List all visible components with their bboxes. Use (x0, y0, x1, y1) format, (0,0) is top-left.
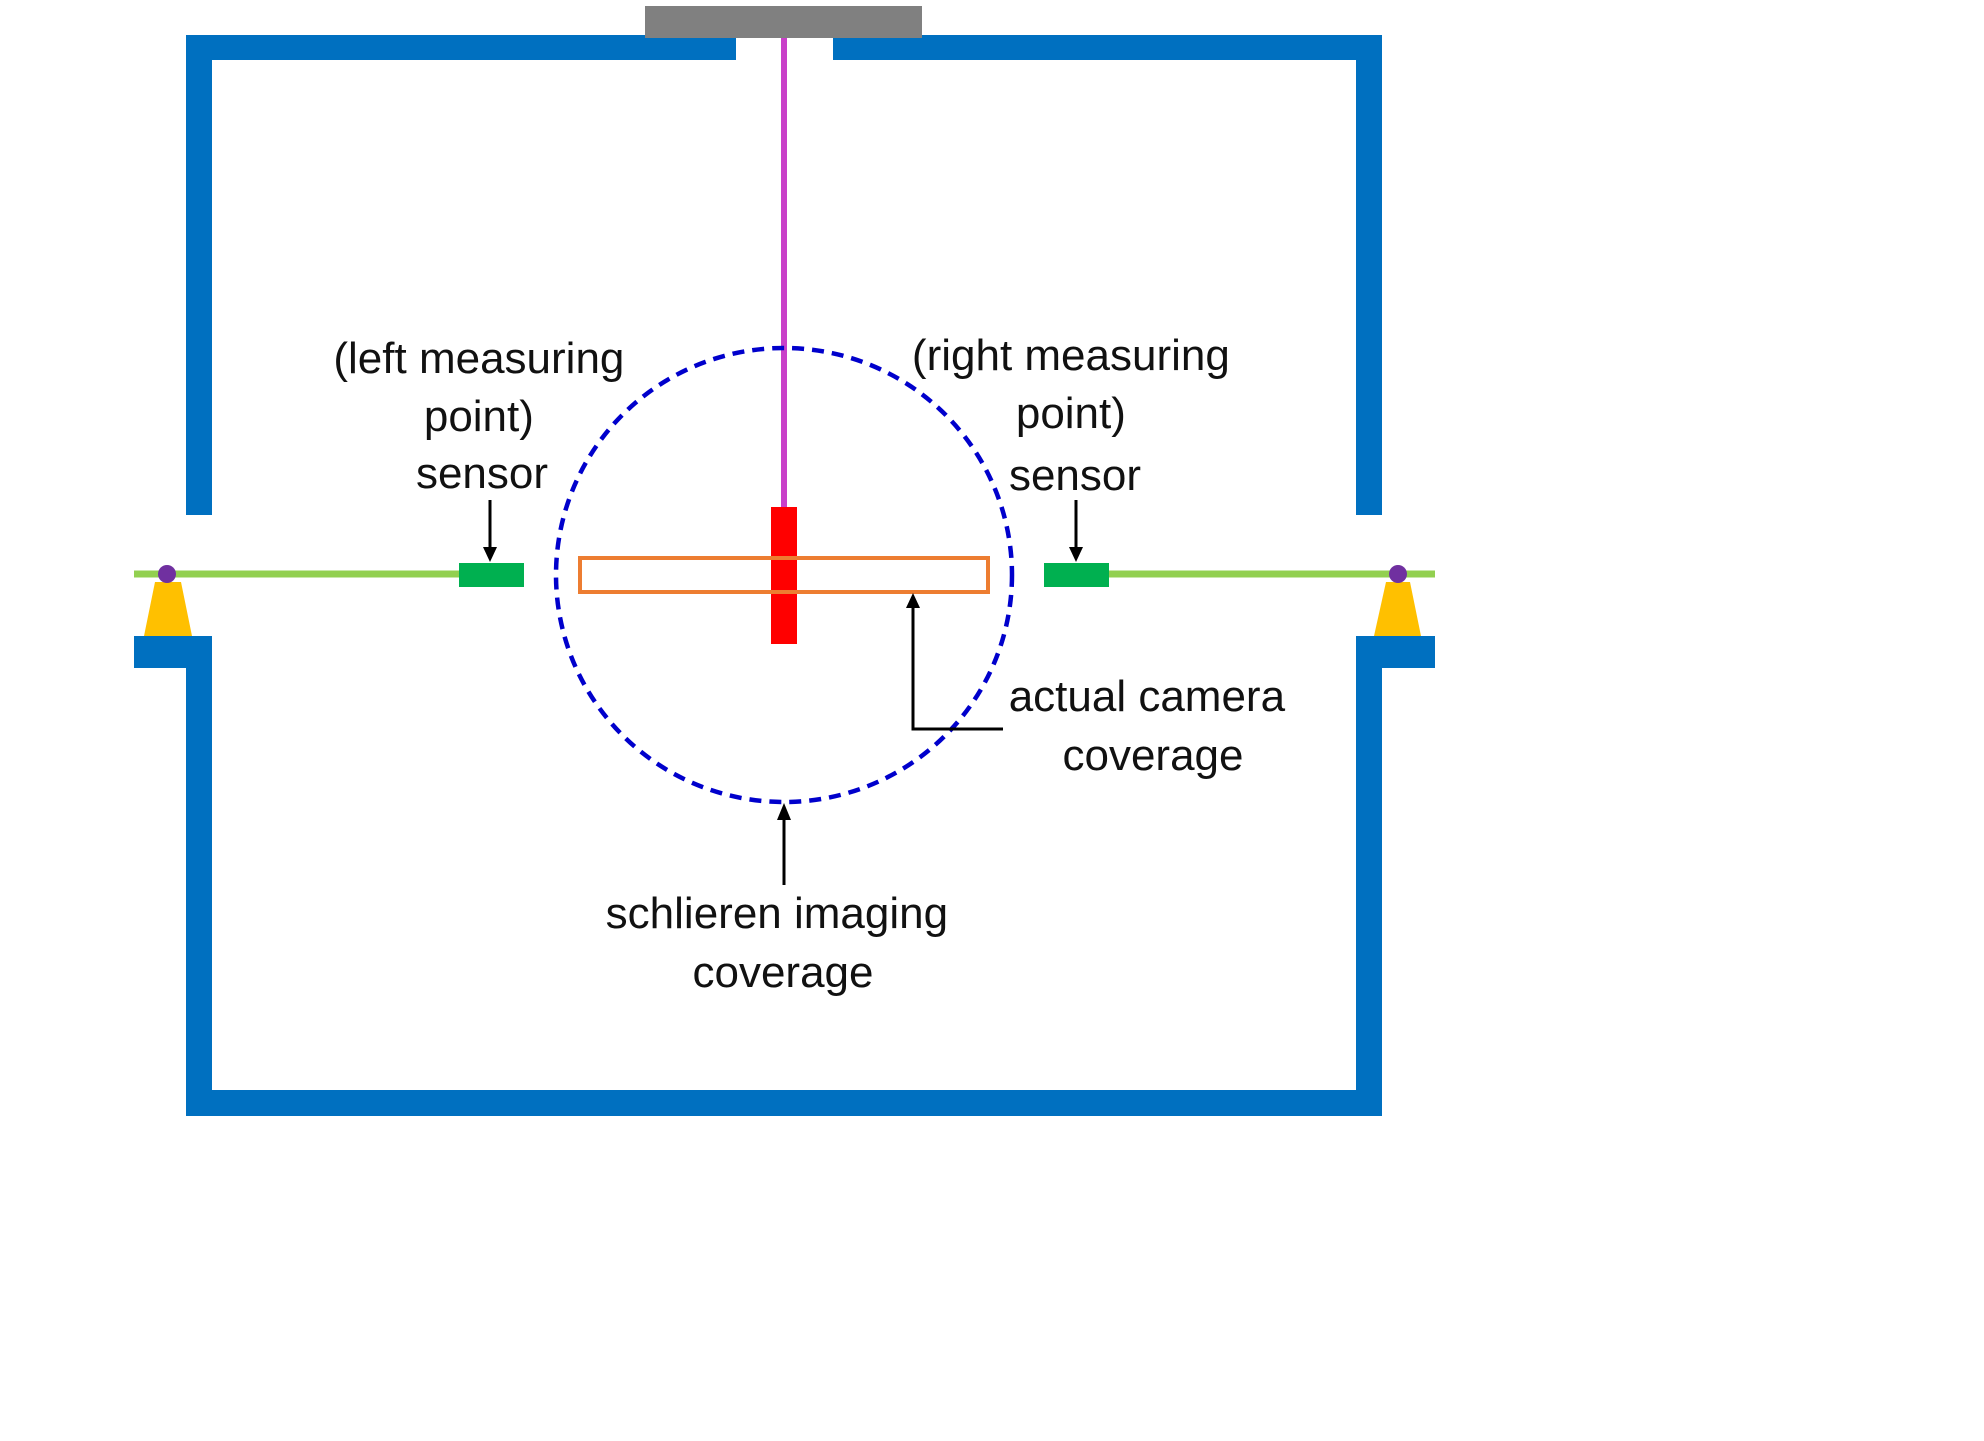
left-wall-lower (186, 636, 212, 1116)
right-pivot (1389, 565, 1407, 583)
top-wall-left (186, 35, 736, 60)
top-wall-right (833, 35, 1382, 60)
left-sensor-label: (left measuring point) sensor (333, 334, 636, 498)
right-support (1374, 582, 1421, 636)
camera-coverage-label: actual camera coverage (1009, 672, 1298, 780)
left-pivot (158, 565, 176, 583)
right-wall-upper (1356, 35, 1382, 515)
enclosure (134, 35, 1435, 1116)
left-sensor-label-line-2: point) (424, 392, 534, 441)
left-sensor-label-line-1: (left measuring (333, 334, 624, 383)
camera-coverage-label-line-2: coverage (1062, 731, 1243, 780)
top-mount (645, 6, 922, 38)
camera-coverage-arrow (906, 593, 1003, 731)
suspension-rod (781, 38, 787, 508)
right-sensor-arrow (1069, 500, 1083, 562)
schlieren-coverage-label-line-1: schlieren imaging (606, 889, 948, 938)
right-sensor-label-line-3: sensor (1009, 451, 1141, 500)
right-sensor-label: (right measuring point) sensor (912, 331, 1242, 500)
left-sensor (459, 563, 524, 587)
right-sensor-label-line-1: (right measuring (912, 331, 1230, 380)
camera-coverage-box (578, 556, 990, 594)
camera-coverage-label-line-1: actual camera (1009, 672, 1286, 721)
left-support (144, 582, 192, 636)
left-sensor-label-line-3: sensor (416, 449, 548, 498)
diagram-canvas: (left measuring point) sensor (right mea… (134, 6, 1435, 1116)
schlieren-coverage-label-line-2: coverage (692, 948, 873, 997)
left-wall-upper (186, 35, 212, 515)
right-ledge (1356, 636, 1435, 668)
schlieren-coverage-circle (553, 345, 1015, 805)
schlieren-setup-diagram: (left measuring point) sensor (right mea… (134, 6, 1435, 1116)
right-sensor-label-line-2: point) (1016, 389, 1126, 438)
right-sensor (1044, 563, 1109, 587)
schlieren-coverage-label: schlieren imaging coverage (606, 889, 961, 997)
bottom-wall (186, 1090, 1382, 1116)
specimen (771, 507, 797, 644)
right-wall-lower (1356, 636, 1382, 1116)
left-ledge (134, 636, 212, 668)
schlieren-coverage-arrow (777, 803, 791, 885)
left-sensor-arrow (483, 500, 497, 562)
